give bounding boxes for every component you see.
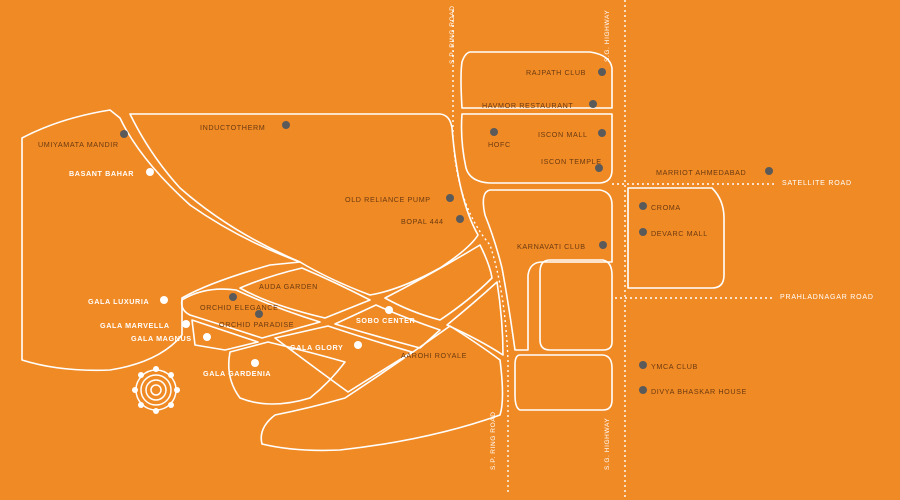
landmark-dot	[639, 202, 647, 210]
orchid-block-outline	[180, 288, 321, 339]
landmark-hofc: HOFC	[488, 140, 511, 149]
sp-ring-east-wedge	[446, 281, 504, 356]
project-gala-luxuria: GALA LUXURIA	[88, 297, 150, 306]
sg-highway-label-top: S.G. HIGHWAY	[604, 9, 611, 62]
sp-ring-road-label-bottom: S.P. RING ROAD	[490, 411, 497, 471]
landmark-dot	[282, 121, 290, 129]
gala-magnus-block-outline	[191, 319, 259, 351]
project-dot	[160, 296, 168, 304]
karnavati-block-outline	[482, 189, 613, 351]
rajpath-block-outline	[460, 51, 613, 109]
landmark-marriot-ahmedabad: MARRIOT AHMEDABAD	[656, 168, 747, 177]
landmark-havmor-restaurant: HAVMOR RESTAURANT	[482, 101, 574, 110]
landmark-orchid-paradise: ORCHID PARADISE	[219, 320, 295, 329]
project-gala-magnus: GALA MAGNUS	[131, 334, 192, 343]
landmark-orchid-elegance: ORCHID ELEGANCE	[200, 303, 279, 312]
landmark-dot	[456, 215, 464, 223]
karnavati-lower-block-outline	[539, 259, 613, 351]
west-block-outline	[21, 109, 301, 372]
project-gala-gardenia: GALA GARDENIA	[203, 369, 272, 378]
project-gala-marvella: GALA MARVELLA	[100, 321, 170, 330]
landmark-umiyamata-mandir: UMIYAMATA MANDIR	[38, 140, 119, 149]
landmark-dot	[639, 361, 647, 369]
project-dot	[203, 333, 211, 341]
landmark-karnavati-club: KARNAVATI CLUB	[517, 242, 586, 251]
landmark-dot	[595, 164, 603, 172]
project-dot	[251, 359, 259, 367]
satellite-road-label: SATELLITE ROAD	[782, 180, 852, 187]
sp-ring-road-label-top: S.P. RING ROAD	[449, 5, 456, 65]
landmark-bopal-444: BOPAL 444	[401, 217, 444, 226]
prahladnagar-road-label: PRAHLADNAGAR ROAD	[780, 294, 874, 301]
project-gala-glory: GALA GLORY	[290, 343, 344, 352]
landmark-dot	[639, 386, 647, 394]
landmark-auda-garden: AUDA GARDEN	[259, 282, 318, 291]
landmark-dot	[589, 100, 597, 108]
landmark-dot	[598, 68, 606, 76]
landmark-devarc-mall: DEVARC MALL	[651, 229, 708, 238]
landmark-dot	[120, 130, 128, 138]
landmark-dot	[599, 241, 607, 249]
inductotherm-block-outline	[129, 113, 479, 296]
bopal-triangle-outline	[384, 244, 493, 321]
project-sobo-center: SOBO CENTER	[356, 316, 416, 325]
landmark-old-reliance-pump: OLD RELIANCE PUMP	[345, 195, 431, 204]
landmark-dot	[765, 167, 773, 175]
croma-block-outline	[627, 187, 725, 289]
sg-highway-label-bottom: S.G. HIGHWAY	[604, 417, 611, 470]
project-dot	[385, 306, 393, 314]
project-dot	[146, 168, 154, 176]
gala-gardenia-block-outline	[227, 341, 346, 405]
landmark-dot	[255, 310, 263, 318]
landmark-dot	[229, 293, 237, 301]
south-block-outline	[514, 354, 613, 411]
landmark-dot	[639, 228, 647, 236]
project-dot	[354, 341, 362, 349]
landmark-divya-bhaskar-house: DIVYA BHASKAR HOUSE	[651, 387, 747, 396]
project-basant-bahar: BASANT BAHAR	[69, 169, 135, 178]
landmark-dot	[446, 194, 454, 202]
iscon-block-outline	[460, 113, 613, 184]
landmark-iscon-mall: ISCON MALL	[538, 130, 588, 139]
landmark-inductotherm: INDUCTOTHERM	[200, 123, 266, 132]
flower-logo-icon	[132, 366, 180, 414]
gala-glory-block-outline	[274, 325, 413, 393]
landmark-croma: CROMA	[651, 203, 681, 212]
landmark-dot	[490, 128, 498, 136]
auda-garden-block-outline	[239, 267, 371, 319]
landmark-rajpath-club: RAJPATH CLUB	[526, 68, 587, 77]
landmark-aarohi-royale: AAROHI ROYALE	[401, 351, 467, 360]
landmark-ymca-club: YMCA CLUB	[651, 362, 698, 371]
landmark-iscon-temple: ISCON TEMPLE	[541, 157, 602, 166]
project-dot	[182, 320, 190, 328]
landmark-dot	[598, 129, 606, 137]
